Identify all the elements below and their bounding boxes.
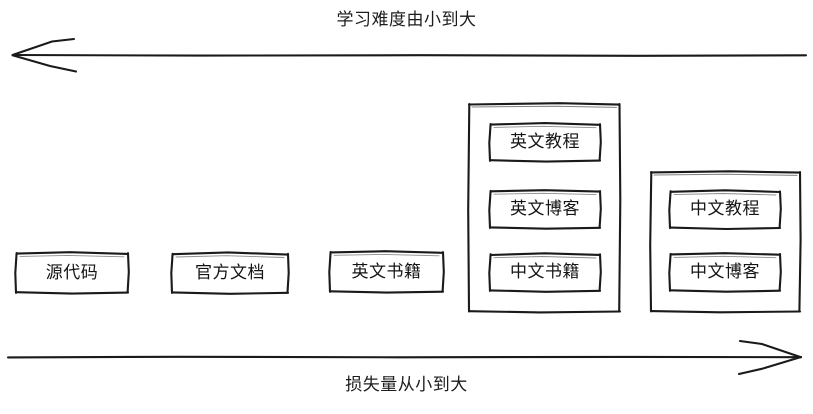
bottom-arrow-icon	[6, 339, 803, 376]
node-english-books[interactable]: 英文书籍	[351, 261, 422, 282]
top-arrow-icon	[11, 37, 808, 73]
node-chinese-tutorial[interactable]: 中文教程	[690, 199, 760, 219]
bottom-axis-label: 损失量从小到大	[345, 375, 468, 395]
node-official-docs[interactable]: 官方文档	[195, 262, 265, 283]
node-chinese-books[interactable]: 中文书籍	[510, 262, 580, 282]
node-english-blog[interactable]: 英文博客	[510, 199, 580, 219]
node-source-code[interactable]: 源代码	[45, 262, 99, 283]
node-english-tutorial[interactable]: 英文教程	[510, 132, 580, 152]
top-axis-label: 学习难度由小到大	[336, 10, 477, 30]
node-chinese-blog[interactable]: 中文博客	[690, 262, 760, 282]
